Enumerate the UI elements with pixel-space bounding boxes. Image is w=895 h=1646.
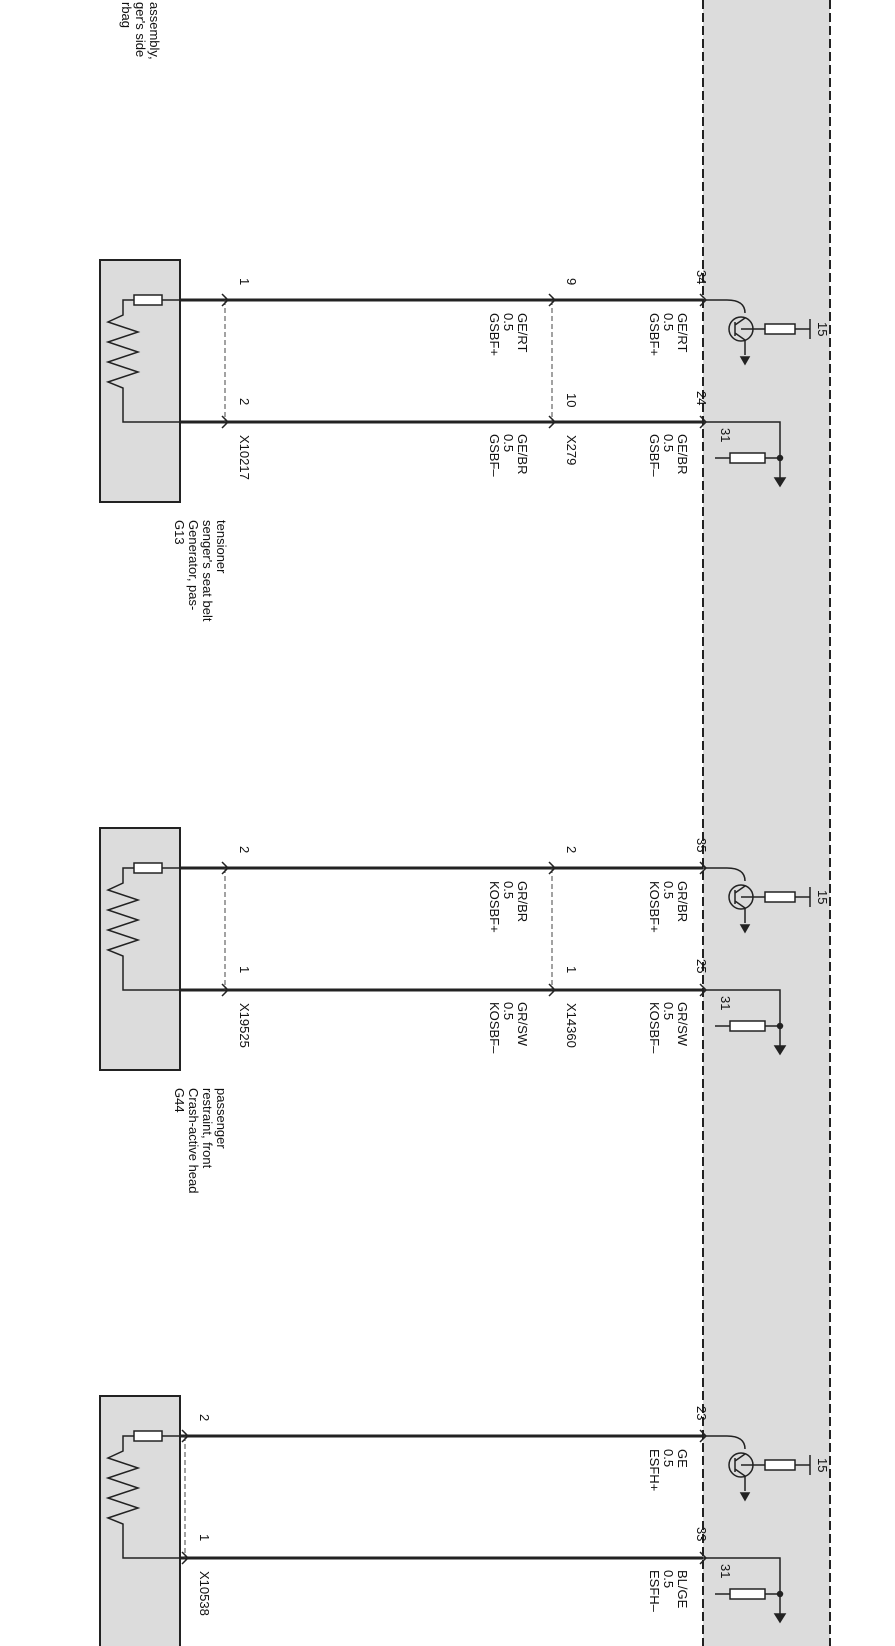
pin-label: 33 — [694, 1527, 709, 1541]
connector-chevron — [221, 861, 708, 997]
terminal-label: 15 — [815, 890, 830, 904]
connector-label: X10538 — [197, 1571, 212, 1616]
squib-resistor-icon — [105, 294, 180, 423]
component-description: G13 Generator, pas- senger's seat belt t… — [172, 520, 229, 625]
pin-label: 2 — [197, 1414, 212, 1421]
squib-resistor-icon — [105, 1430, 180, 1559]
wire-info-plus-component-side: KOSBF+ 0.5 GR/BR — [487, 881, 530, 936]
circuit-g44: 2 2 35 1 1 25 KOSBF+ 0.5 GR/BR KOSBF+ 0.… — [99, 827, 830, 1197]
ground-resistor-icon — [703, 989, 787, 1056]
connector-chevron — [181, 1429, 708, 1565]
wire-info-minus-module-side: ESFH– 0.5 BL/GE — [647, 1570, 690, 1616]
wire-info-plus-component-side: GSBF+ 0.5 GE/RT — [487, 313, 530, 360]
component-description: G44 Crash-active head restraint, front p… — [172, 1088, 229, 1197]
pin-label: 1 — [237, 966, 252, 973]
circuit-g13: 1 9 34 2 10 24 GSBF+ 0.5 GE/RT GSBF+ 0.5… — [99, 259, 830, 625]
pin-label: 23 — [694, 1406, 709, 1420]
connector-label: X10217 — [237, 435, 252, 480]
connector-label: X14360 — [564, 1003, 579, 1048]
circuit-esfh: 2 23 1 33 ESFH+ 0.5 GE ESFH– 0.5 BL/GE X… — [99, 1395, 830, 1646]
ground-resistor-icon — [703, 1557, 787, 1624]
connector-chevron — [221, 293, 708, 429]
ground-resistor-icon — [703, 421, 787, 488]
terminal-label: 31 — [718, 1564, 733, 1578]
module-background — [703, 0, 830, 1646]
pin-label: 34 — [694, 270, 709, 284]
pin-label: 2 — [237, 846, 252, 853]
pin-label: 1 — [197, 1534, 212, 1541]
pin-label: 1 — [564, 966, 579, 973]
terminal-label: 15 — [815, 322, 830, 336]
wire-info-plus-module-side: ESFH+ 0.5 GE — [647, 1449, 690, 1495]
top-component-label: assembly, ger's side rbag — [119, 2, 162, 63]
connector-label: X279 — [564, 435, 579, 465]
wire-info-plus-module-side: GSBF+ 0.5 GE/RT — [647, 313, 690, 360]
pin-label: 24 — [694, 391, 709, 405]
squib-resistor-icon — [105, 862, 180, 991]
pin-label: 9 — [564, 278, 579, 285]
terminal-label: 31 — [718, 428, 733, 442]
pin-label: 25 — [694, 959, 709, 973]
transistor-icon — [703, 1435, 811, 1502]
pin-label: 2 — [237, 398, 252, 405]
transistor-icon — [703, 299, 811, 366]
transistor-icon — [703, 867, 811, 934]
terminal-label: 31 — [718, 996, 733, 1010]
wire-info-minus-component-side: GSBF– 0.5 GE/BR — [487, 434, 530, 480]
pin-label: 2 — [564, 846, 579, 853]
connector-label: X19525 — [237, 1003, 252, 1048]
wire-info-minus-module-side: KOSBF– 0.5 GR/SW — [647, 1002, 690, 1057]
wire-info-plus-module-side: KOSBF+ 0.5 GR/BR — [647, 881, 690, 936]
pin-label: 35 — [694, 838, 709, 852]
terminal-label: 15 — [815, 1458, 830, 1472]
wire-info-minus-component-side: KOSBF– 0.5 GR/SW — [487, 1002, 530, 1057]
pin-label: 10 — [564, 393, 579, 407]
pin-label: 1 — [237, 278, 252, 285]
wire-info-minus-module-side: GSBF– 0.5 GE/BR — [647, 434, 690, 480]
